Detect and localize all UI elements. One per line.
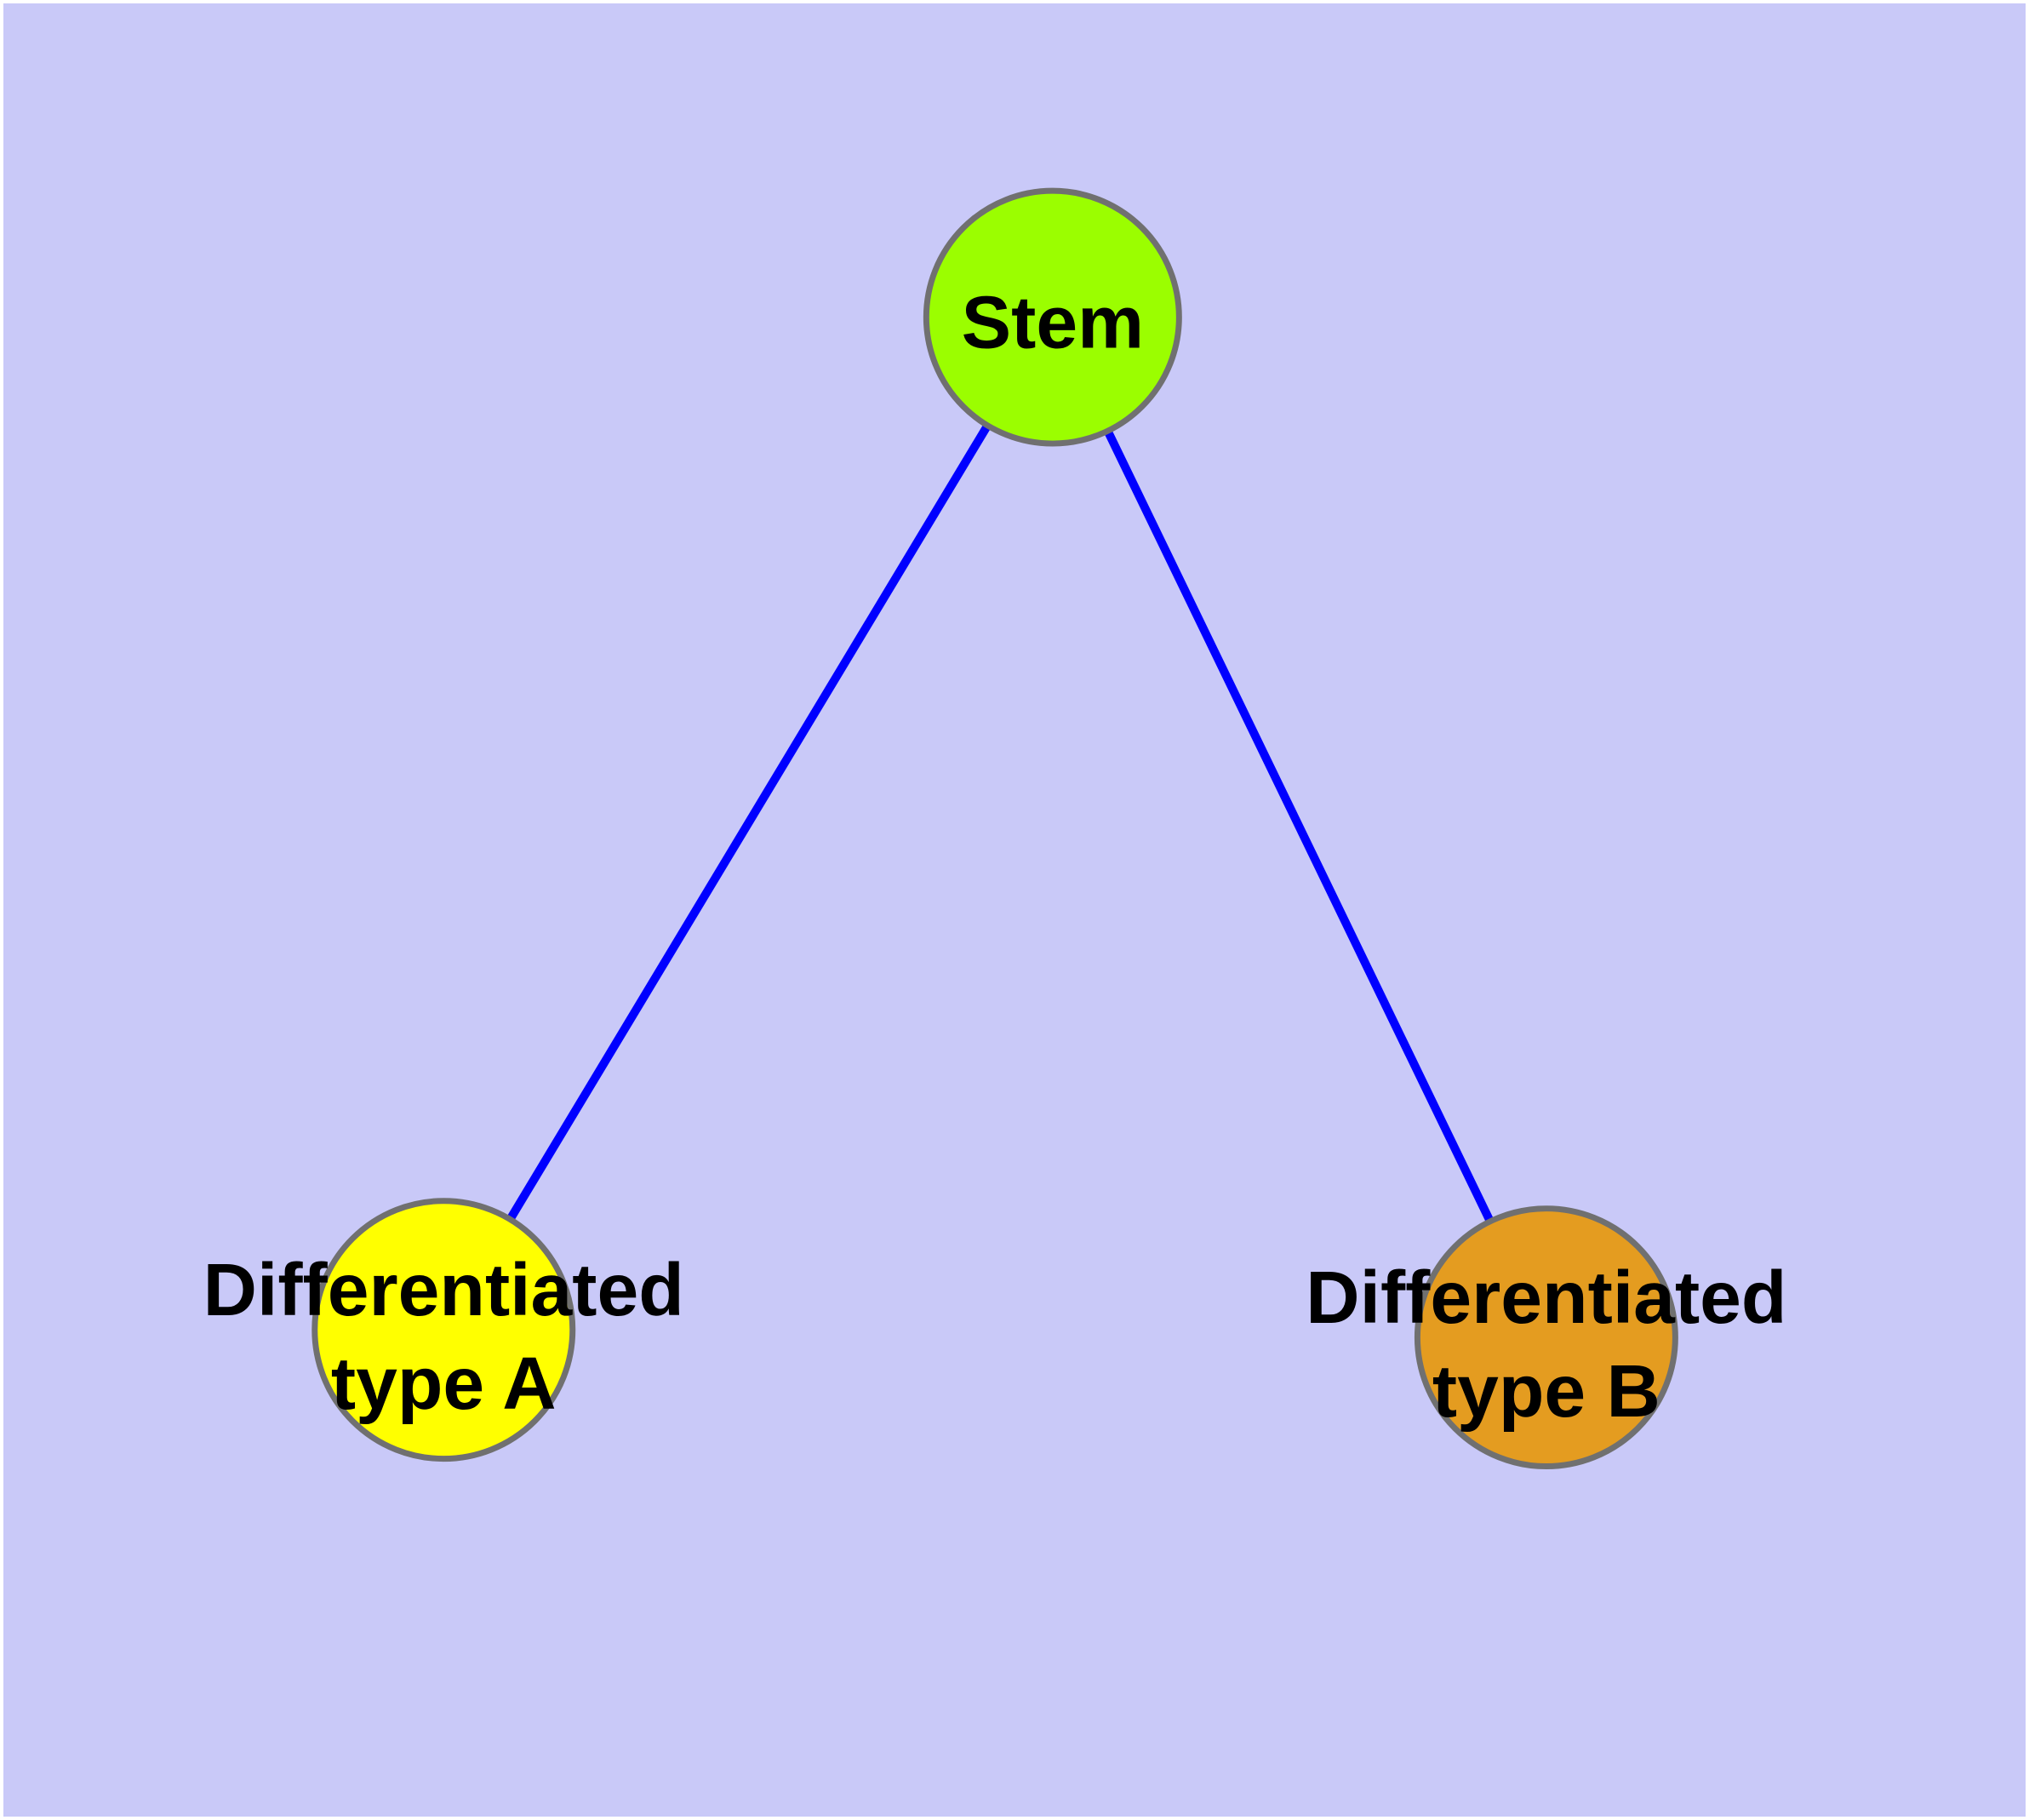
node-type-b-circle (1414, 1205, 1678, 1470)
node-type-b-label-line2: type B (1432, 1349, 1660, 1433)
edge-stem-to-type-a (439, 315, 1057, 1332)
node-type-b-label-line1: Differentiated (1306, 1256, 1786, 1339)
node-stem-label: Stem (962, 280, 1144, 363)
node-type-a-circle (311, 1198, 576, 1462)
edge-stem-to-type-b (1049, 315, 1551, 1340)
node-type-a-label-line2: type A (331, 1342, 557, 1425)
node-type-a-label-line1: Differentiated (203, 1248, 684, 1331)
diagram-canvas: Stem Differentiated type A Differentiate… (3, 3, 2026, 1817)
graph-svg: Stem Differentiated type A Differentiate… (3, 3, 2026, 1817)
node-stem-circle (923, 187, 1182, 447)
